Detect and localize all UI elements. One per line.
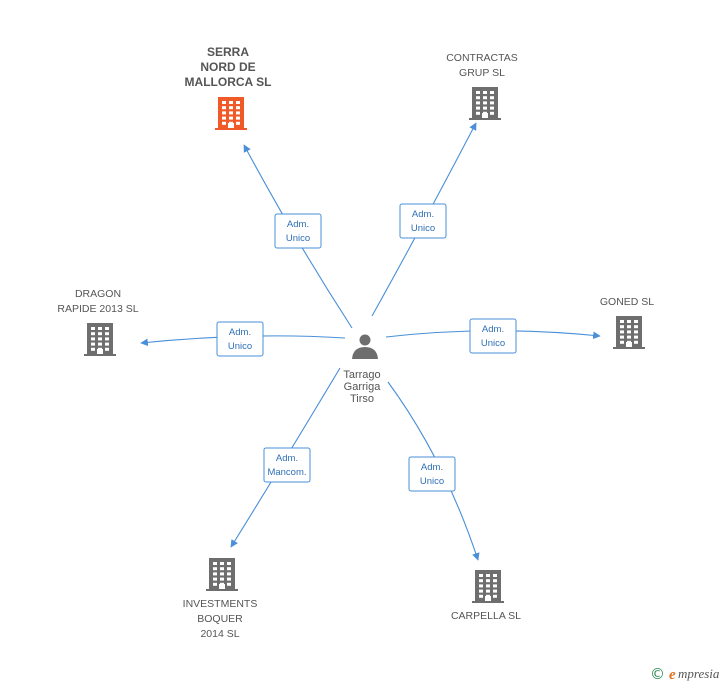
relation-box [469, 318, 517, 354]
person-name: Tirso [350, 393, 374, 405]
company-node-investments[interactable]: INVESTMENTS BOQUER 2014 SL [183, 558, 258, 640]
company-node-contractas[interactable]: CONTRACTAS GRUP SL [446, 52, 518, 120]
edges-layer: Adm.UnicoAdm.UnicoAdm.UnicoAdm.UnicoAdm.… [140, 122, 601, 561]
company-name: RAPIDE 2013 SL [57, 303, 138, 315]
company-name: CONTRACTAS [446, 52, 518, 64]
copyright-symbol: © [650, 665, 665, 683]
building-icon [613, 316, 645, 349]
building-icon [469, 87, 501, 120]
building-icon [472, 570, 504, 603]
relation-text: Adm. [229, 327, 251, 338]
company-name: BOQUER [197, 613, 243, 625]
relation-text: Adm. [482, 324, 504, 335]
relation-text: Unico [420, 476, 444, 487]
person-name: Garriga [344, 381, 382, 393]
company-name: NORD DE [200, 60, 255, 74]
relation-box [408, 456, 456, 492]
relation-label-goned[interactable]: Adm. Unico [469, 318, 517, 354]
company-name: CARPELLA SL [451, 610, 521, 622]
company-name: MALLORCA SL [185, 75, 272, 89]
person-icon [352, 334, 378, 359]
relation-label-investments[interactable]: Adm. Mancom. [263, 447, 311, 483]
relation-box [274, 213, 322, 249]
relation-box [216, 321, 264, 357]
relation-text: Adm. [276, 453, 298, 464]
relation-text: Unico [481, 338, 505, 349]
brand-initial: e [669, 667, 676, 683]
building-icon [84, 323, 116, 356]
relation-label-serra[interactable]: Adm. Unico [274, 213, 322, 249]
relation-text: Adm. [287, 219, 309, 230]
company-node-dragon[interactable]: DRAGON RAPIDE 2013 SL [57, 288, 139, 356]
company-name: GRUP SL [459, 67, 505, 79]
company-name: INVESTMENTS [183, 598, 258, 610]
company-node-carpella[interactable]: CARPELLA SL [451, 570, 521, 622]
relation-text: Unico [411, 223, 435, 234]
building-icon [215, 97, 247, 130]
relation-text: Unico [228, 341, 252, 352]
relation-label-dragon[interactable]: Adm. Unico [216, 321, 264, 357]
relation-label-carpella[interactable]: Adm. Unico [408, 456, 456, 492]
building-icon [206, 558, 238, 591]
brand-name: mpresia [678, 666, 720, 681]
company-name: DRAGON [75, 288, 121, 300]
relation-text: Unico [286, 233, 310, 244]
relation-text: Adm. [421, 462, 443, 473]
relation-text: Mancom. [267, 467, 306, 478]
person-name: Tarrago [343, 369, 380, 381]
relation-text: Adm. [412, 209, 434, 220]
footer-brand: © e mpresia [650, 665, 720, 683]
company-name: GONED SL [600, 296, 654, 308]
company-node-goned[interactable]: GONED SL [600, 296, 654, 349]
company-name: SERRA [207, 45, 249, 59]
company-name: 2014 SL [200, 628, 239, 640]
relation-box [263, 447, 311, 483]
relation-box [399, 203, 447, 239]
relation-label-contractas[interactable]: Adm. Unico [399, 203, 447, 239]
